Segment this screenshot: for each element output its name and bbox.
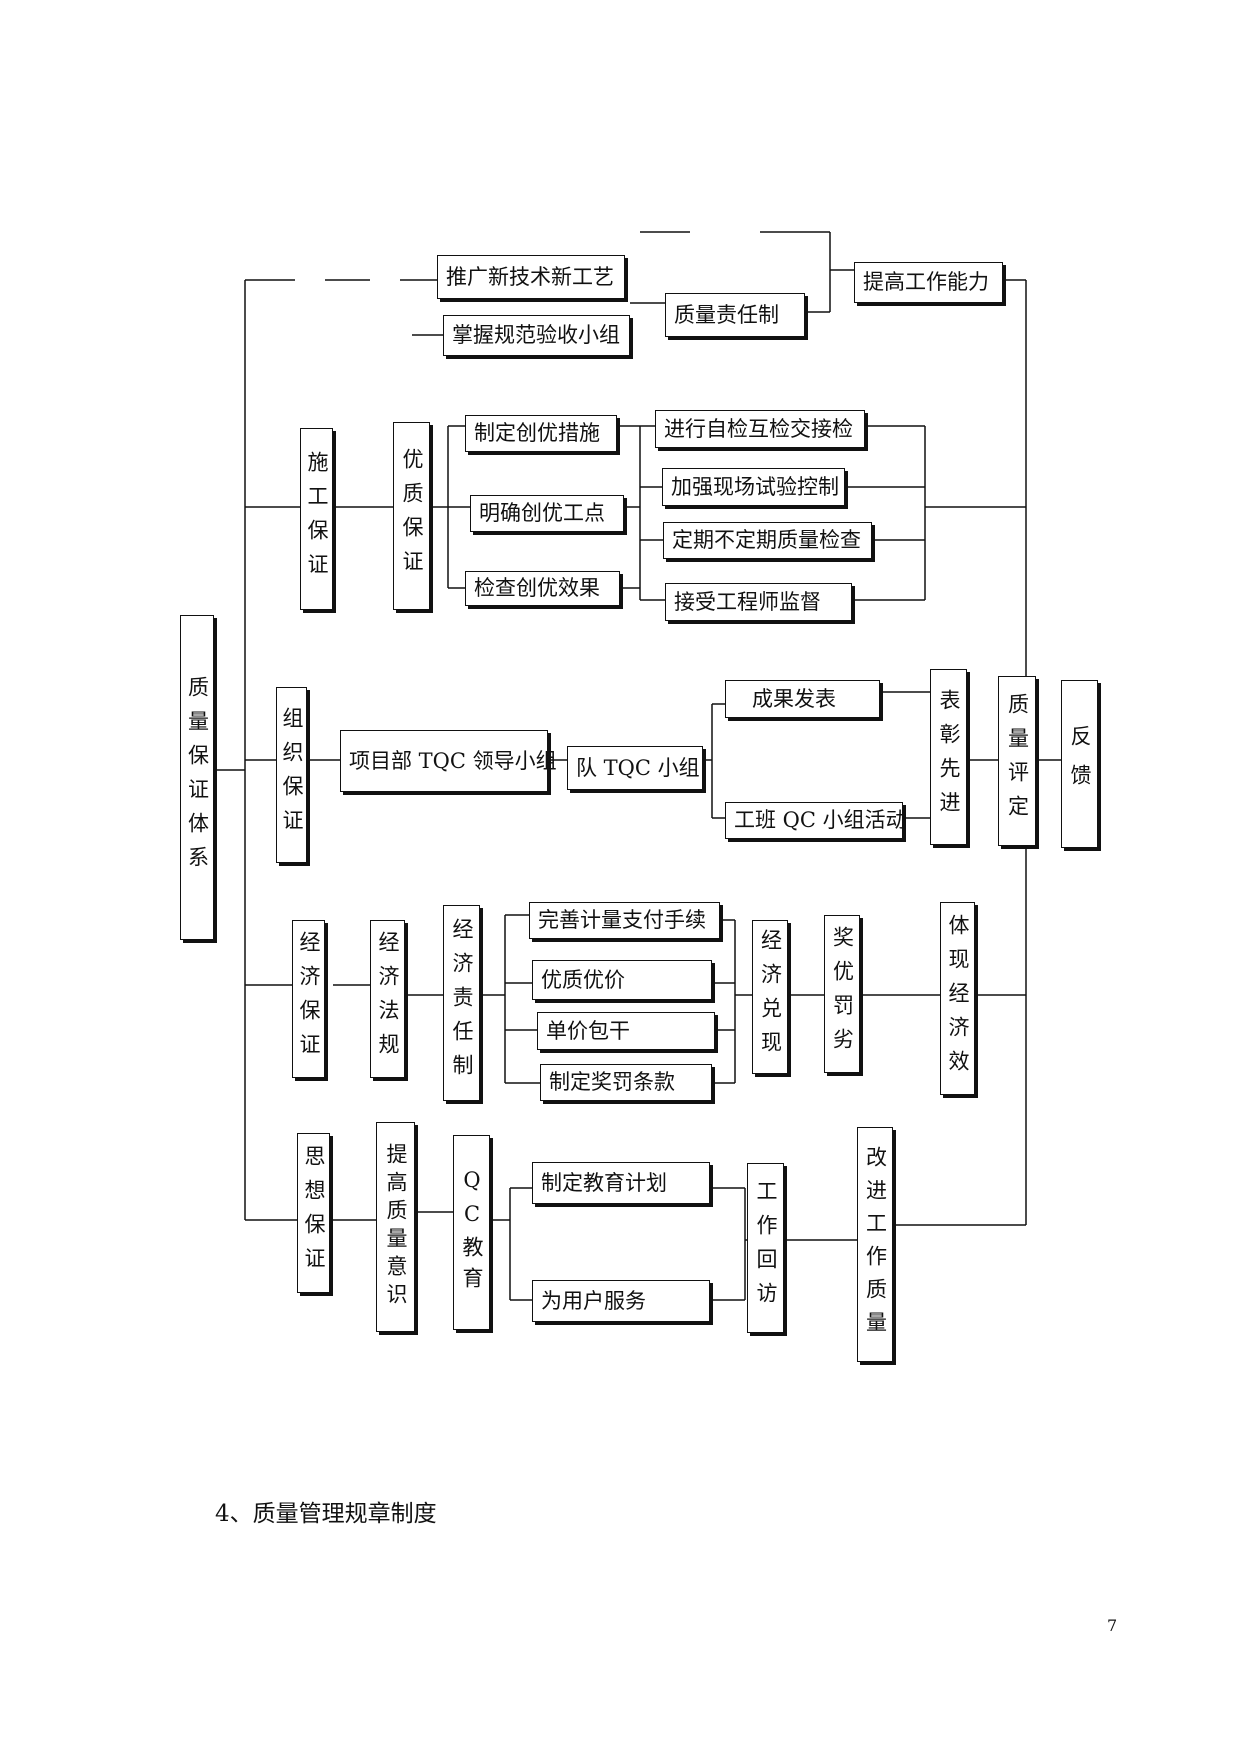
box-site-test-control: 加强现场试验控制 [662,468,845,506]
box-unit-price-contract: 单价包干 [537,1012,715,1050]
box-ideology-assurance: 思想保证 [297,1133,330,1293]
box-excellence-assurance: 优质保证 [393,422,430,610]
box-economic-benefit: 体现经济效 [940,902,975,1095]
box-economic-fulfillment: 经济兑现 [752,920,788,1074]
box-education-plan: 制定教育计划 [532,1162,710,1204]
box-quality-price: 优质优价 [532,960,712,1000]
box-economic-assurance: 经济保证 [292,920,325,1078]
box-improve-work-ability: 提高工作能力 [854,262,1003,303]
box-work-revisit: 工作回访 [747,1163,784,1333]
box-economic-law: 经济法规 [370,920,405,1078]
box-economic-responsibility: 经济责任制 [443,905,480,1101]
box-quality-awareness: 提高质量意识 [376,1122,415,1332]
box-promote-new-technology: 推广新技术新工艺 [437,255,625,299]
box-improve-work-quality: 改进工作质量 [857,1127,893,1362]
box-feedback: 反馈 [1061,680,1098,848]
box-periodic-quality-inspection: 定期不定期质量检查 [663,522,872,559]
box-excellence-check: 检查创优效果 [465,571,620,606]
box-project-tqc-leading-group: 项目部 TQC 领导小组 [340,730,557,792]
box-construction-assurance: 施工保证 [300,428,333,610]
box-metering-payment: 完善计量支付手续 [529,902,720,939]
box-serve-users: 为用户服务 [532,1280,710,1322]
box-quality-responsibility: 质量责任制 [665,293,805,337]
box-work-group-qc-activity: 工班 QC 小组活动 [725,802,907,839]
box-self-mutual-handover-check: 进行自检互检交接检 [655,410,865,448]
box-reward-excellent-punish-poor: 奖优罚劣 [824,915,860,1073]
box-results-presentation: 成果发表 [725,680,880,718]
box-excellence-sites: 明确创优工点 [470,495,624,532]
box-quality-evaluation: 质量评定 [998,676,1036,846]
box-organization-assurance: 组织保证 [276,687,307,863]
box-team-tqc-group: 队 TQC 小组 [567,746,703,790]
box-commend-advanced: 表彰先进 [930,669,967,845]
page-number: 7 [1107,1616,1118,1635]
box-spec-acceptance-group: 掌握规范验收小组 [443,315,630,356]
box-qc-education: QC教育 [453,1135,490,1330]
box-reward-penalty-terms: 制定奖罚条款 [540,1064,712,1101]
section-heading: 4、质量管理规章制度 [215,1501,437,1527]
box-excellence-measures: 制定创优措施 [465,415,617,452]
root-quality-assurance-system: 质量保证体系 [180,615,214,940]
box-engineer-supervision: 接受工程师监督 [665,583,852,621]
